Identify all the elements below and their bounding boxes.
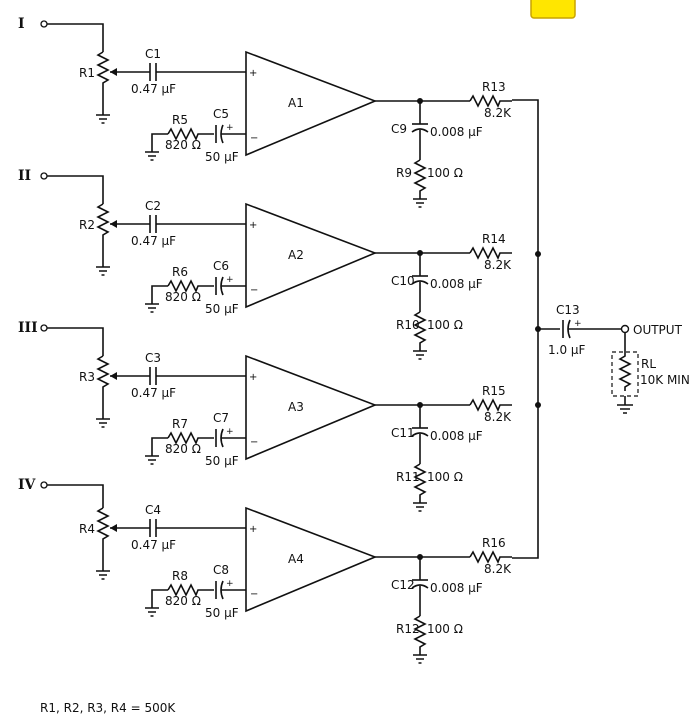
pot-label: R2 (79, 218, 95, 232)
plus-sign: + (249, 524, 257, 535)
cap-plus: + (226, 579, 234, 589)
load-value: 10K MIN (640, 373, 690, 387)
input-label: I (18, 16, 25, 32)
cin-value: 0.47 µF (131, 234, 176, 248)
minus-sign: − (250, 133, 258, 144)
cg-label: C5 (213, 107, 229, 121)
amp-stage-2: II R2 C2 0.47 µF A2 + − R6 820 Ω C6 50 µF + C10 0.008… (18, 168, 512, 360)
pot-label: R1 (79, 66, 95, 80)
rg-label: R7 (172, 417, 188, 431)
output-cap-label: C13 (556, 303, 580, 317)
cin-value: 0.47 µF (131, 82, 176, 96)
pot-label: R3 (79, 370, 95, 384)
cg-value: 50 µF (205, 302, 239, 316)
cf-value: 0.008 µF (430, 429, 483, 443)
rs-value: 8.2K (484, 562, 512, 576)
rf-label: R11 (396, 470, 420, 484)
cg-value: 50 µF (205, 606, 239, 620)
rg-label: R8 (172, 569, 188, 583)
cf-label: C10 (391, 274, 415, 288)
cin-label: C4 (145, 503, 161, 517)
highlight-box (530, 0, 576, 19)
load-label: RL (641, 357, 656, 371)
summing-bus: + (512, 99, 639, 559)
output-cap-value: 1.0 µF (548, 343, 586, 357)
input-label: III (18, 320, 38, 336)
output-label: OUTPUT (633, 323, 683, 337)
rs-label: R13 (482, 80, 506, 94)
rg-value: 820 Ω (165, 594, 201, 608)
minus-sign: − (250, 437, 258, 448)
cg-value: 50 µF (205, 454, 239, 468)
rs-label: R16 (482, 536, 506, 550)
rs-value: 8.2K (484, 258, 512, 272)
cf-value: 0.008 µF (430, 125, 483, 139)
rs-value: 8.2K (484, 106, 512, 120)
rs-value: 8.2K (484, 410, 512, 424)
input-label: II (18, 168, 31, 184)
cap-plus: + (226, 123, 234, 133)
rs-label: R15 (482, 384, 506, 398)
cin-value: 0.47 µF (131, 538, 176, 552)
rf-value: 100 Ω (427, 318, 463, 332)
rf-value: 100 Ω (427, 622, 463, 636)
rf-label: R9 (396, 166, 412, 180)
footnote: R1, R2, R3, R4 = 500K (40, 701, 176, 715)
rf-value: 100 Ω (427, 166, 463, 180)
amp-label: A4 (288, 552, 304, 566)
minus-sign: − (250, 285, 258, 296)
cf-label: C12 (391, 578, 415, 592)
rg-value: 820 Ω (165, 138, 201, 152)
rg-value: 820 Ω (165, 442, 201, 456)
amp-label: A3 (288, 400, 304, 414)
rf-label: R12 (396, 622, 420, 636)
amp-stage-4: IV R4 C4 0.47 µF A4 + − R8 820 Ω C8 50 µF + C12 0.008… (18, 477, 512, 664)
plus-sign: + (249, 372, 257, 383)
cin-label: C1 (145, 47, 161, 61)
pot-label: R4 (79, 522, 95, 536)
rs-label: R14 (482, 232, 506, 246)
minus-sign: − (250, 589, 258, 600)
cf-label: C9 (391, 122, 407, 136)
cin-label: C3 (145, 351, 161, 365)
rf-value: 100 Ω (427, 470, 463, 484)
cg-label: C8 (213, 563, 229, 577)
rf-label: R10 (396, 318, 420, 332)
amp-stage-1: I R1 C1 0.47 µF A1 + − R5 820 Ω C5 50 µF + C9 0.008 µ… (18, 16, 512, 208)
cf-label: C11 (391, 426, 415, 440)
svg-text:+: + (574, 319, 582, 329)
cg-label: C6 (213, 259, 229, 273)
amp-stage-3: III R3 C3 0.47 µF A3 + − R7 820 Ω C7 50 µF + C11 0.00… (18, 320, 512, 512)
rg-value: 820 Ω (165, 290, 201, 304)
plus-sign: + (249, 220, 257, 231)
cap-plus: + (226, 427, 234, 437)
amp-label: A1 (288, 96, 304, 110)
input-label: IV (18, 477, 37, 493)
cg-label: C7 (213, 411, 229, 425)
cap-plus: + (226, 275, 234, 285)
cf-value: 0.008 µF (430, 581, 483, 595)
cin-label: C2 (145, 199, 161, 213)
rg-label: R6 (172, 265, 188, 279)
amp-label: A2 (288, 248, 304, 262)
rg-label: R5 (172, 113, 188, 127)
cin-value: 0.47 µF (131, 386, 176, 400)
cf-value: 0.008 µF (430, 277, 483, 291)
cg-value: 50 µF (205, 150, 239, 164)
plus-sign: + (249, 68, 257, 79)
